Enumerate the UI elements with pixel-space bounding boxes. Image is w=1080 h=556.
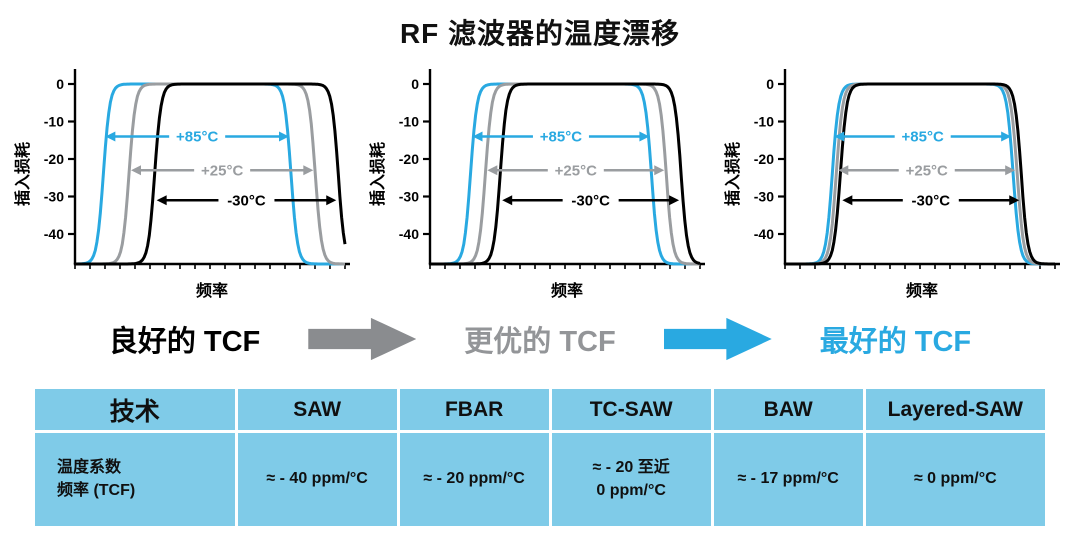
svg-text:0: 0 (766, 76, 774, 92)
svg-text:-40: -40 (399, 226, 419, 242)
svg-text:-30°C: -30°C (571, 192, 610, 209)
insertion-loss-plot: 0 -10 -20 -30 -40 +85°C +25°C -30°C 插入损耗 频率 (13, 69, 350, 300)
tcf-comparison-table: 技术 SAW FBAR TC-SAW BAW Layered-SAW 温度系数 … (32, 386, 1049, 529)
svg-text:-20: -20 (44, 151, 64, 167)
plot-area: 0 -10 -20 -30 -40 +85°C +25°C -30°C (44, 69, 350, 269)
insertion-loss-plot: 0 -10 -20 -30 -40 +85°C +25°C -30°C 插入损耗 频率 (723, 69, 1060, 300)
flow-label-better-tcf: 更优的 TCF (464, 326, 616, 358)
svg-text:-30: -30 (754, 189, 774, 205)
page-title: RF 滤波器的温度漂移 (399, 18, 681, 49)
svg-text:-20: -20 (754, 151, 774, 167)
svg-text:-20: -20 (399, 151, 419, 167)
cell-saw-tcf: ≈ - 40 ppm/°C (234, 430, 400, 529)
column-header-fbar: FBAR (396, 386, 552, 433)
tcf-progression-row: 良好的 TCF 更优的 TCF 最好的 TCF (0, 308, 1080, 370)
column-header-saw: SAW (234, 386, 400, 433)
y-axis-label: 插入损耗 (723, 142, 742, 206)
svg-text:-30°C: -30°C (227, 192, 266, 209)
svg-text:0: 0 (56, 76, 64, 92)
svg-text:+25°C: +25°C (555, 162, 597, 179)
chart-better-tcf: 0 -10 -20 -30 -40 +85°C +25°C -30°C 插入损耗 频率 (367, 56, 713, 306)
row-label-tcf: 温度系数 频率 (TCF) (32, 430, 238, 529)
x-axis-label: 频率 (551, 281, 583, 300)
cell-layered-saw-tcf: ≈ 0 ppm/°C (862, 430, 1049, 529)
x-axis-label: 频率 (906, 281, 938, 300)
svg-text:-40: -40 (44, 226, 64, 242)
flow-label-best-tcf: 最好的 TCF (819, 326, 972, 358)
cell-tc-saw-tcf: ≈ - 20 至近 0 ppm/°C (548, 430, 714, 529)
svg-text:-10: -10 (44, 114, 64, 130)
svg-text:-10: -10 (754, 114, 774, 130)
svg-text:-40: -40 (754, 226, 774, 242)
svg-text:+85°C: +85°C (540, 129, 582, 146)
flow-label-good-tcf: 良好的 TCF (108, 326, 261, 358)
svg-text:-30°C: -30°C (912, 192, 951, 209)
table-header-row: 技术 SAW FBAR TC-SAW BAW Layered-SAW (32, 386, 1049, 433)
insertion-loss-plot: 0 -10 -20 -30 -40 +85°C +25°C -30°C 插入损耗 频率 (368, 69, 705, 300)
blue-right-arrow-icon (663, 317, 772, 361)
column-header-layered-saw: Layered-SAW (862, 386, 1049, 433)
svg-text:-30: -30 (44, 189, 64, 205)
chart-good-tcf: 0 -10 -20 -30 -40 +85°C +25°C -30°C 插入损耗 频率 (12, 56, 358, 306)
svg-text:+85°C: +85°C (176, 129, 218, 146)
svg-text:+85°C: +85°C (902, 129, 944, 146)
column-header-technology: 技术 (32, 386, 238, 433)
column-header-tc-saw: TC-SAW (548, 386, 714, 433)
svg-text:0: 0 (411, 76, 419, 92)
rf-filter-infographic: RF 滤波器的温度漂移 0 -10 -20 -30 -40 +85°C +25°C -30°C… (0, 18, 1080, 529)
table-row-tcf: 温度系数 频率 (TCF) ≈ - 40 ppm/°C ≈ - 20 ppm/°… (32, 430, 1049, 529)
chart-best-tcf: 0 -10 -20 -30 -40 +85°C +25°C -30°C 插入损耗 频率 (722, 56, 1068, 306)
x-axis-label: 频率 (196, 281, 228, 300)
svg-text:-10: -10 (399, 114, 419, 130)
charts-row: 0 -10 -20 -30 -40 +85°C +25°C -30°C 插入损耗 频率 0 -1… (0, 56, 1080, 306)
y-axis-label: 插入损耗 (13, 142, 32, 206)
gray-right-arrow-icon (308, 317, 417, 361)
y-axis-label: 插入损耗 (368, 142, 387, 206)
svg-text:-30: -30 (399, 189, 419, 205)
column-header-baw: BAW (710, 386, 866, 433)
cell-fbar-tcf: ≈ - 20 ppm/°C (396, 430, 552, 529)
svg-text:+25°C: +25°C (201, 162, 243, 179)
cell-baw-tcf: ≈ - 17 ppm/°C (710, 430, 866, 529)
plot-area: 0 -10 -20 -30 -40 +85°C +25°C -30°C (399, 69, 705, 269)
plot-area: 0 -10 -20 -30 -40 +85°C +25°C -30°C (754, 69, 1060, 269)
svg-text:+25°C: +25°C (906, 162, 948, 179)
